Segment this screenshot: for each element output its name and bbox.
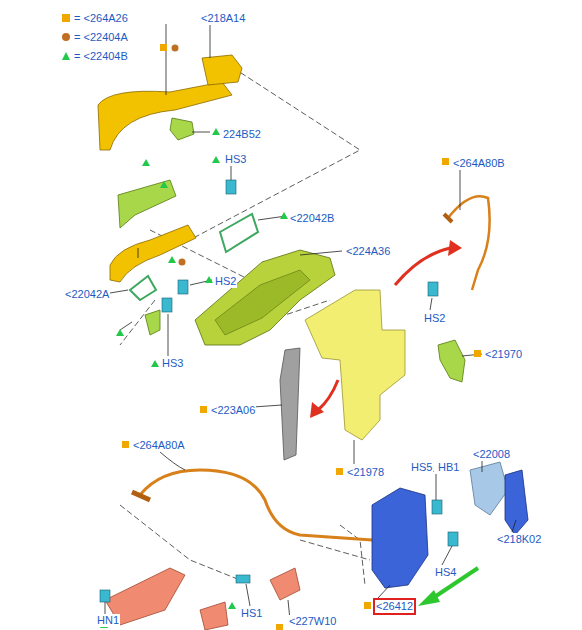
legend-swatch bbox=[61, 13, 71, 23]
part-label: HB1 bbox=[437, 461, 460, 474]
part-label: <264A80A bbox=[132, 439, 186, 452]
part-label: HS2 bbox=[423, 312, 446, 325]
legend-text: = <264A26 bbox=[74, 12, 128, 25]
part-label: <227W10 bbox=[288, 615, 337, 628]
part-label: <22008 bbox=[472, 448, 511, 461]
part-label: HN1 bbox=[96, 614, 120, 627]
part-label: <21970 bbox=[484, 348, 523, 361]
part-label: <21978 bbox=[346, 466, 385, 479]
legend-swatch bbox=[61, 51, 71, 61]
legend-text: = <22404A bbox=[74, 31, 128, 44]
part-label: HS3 bbox=[161, 357, 184, 370]
part-label: HS4 bbox=[434, 566, 457, 579]
part-label: <22042A bbox=[64, 288, 110, 301]
part-label: <218A14 bbox=[200, 12, 246, 25]
part-label: <218K02 bbox=[496, 533, 542, 546]
legend-swatch bbox=[61, 32, 71, 42]
part-label: <264A80B bbox=[452, 157, 506, 170]
part-label: <26412 bbox=[373, 598, 416, 615]
part-label: HS1 bbox=[240, 607, 263, 620]
part-label: HS2 bbox=[214, 275, 237, 288]
part-label: <223A06 bbox=[210, 404, 256, 417]
part-label: 224B52 bbox=[222, 128, 262, 141]
part-label: <22042B bbox=[289, 212, 335, 225]
legend-text: = <22404B bbox=[74, 50, 128, 63]
part-label: HS5 bbox=[410, 461, 433, 474]
part-label: HS3 bbox=[224, 153, 247, 166]
part-label: <224A36 bbox=[345, 245, 391, 258]
